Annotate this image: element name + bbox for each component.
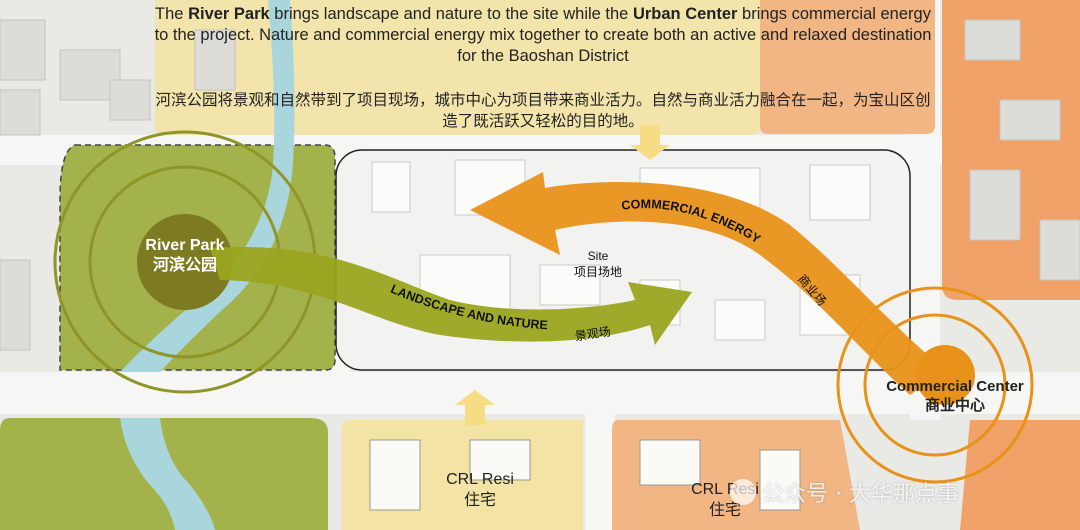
residential-zone-top	[155, 0, 760, 135]
river-park-name-en: River Park	[145, 237, 225, 254]
river-park-node	[137, 214, 233, 310]
commercial-zone-right-lower	[960, 420, 1080, 530]
crl-resi-right-name-zh: 住宅	[708, 500, 741, 519]
commercial-center-label: Commercial Center 商业中心	[860, 378, 1050, 414]
commercial-center-name-en: Commercial Center	[886, 378, 1024, 395]
arrow-from-resi-top	[630, 125, 670, 160]
commercial-ring-inner	[863, 313, 1007, 457]
site-name-zh: 项目场地	[573, 265, 622, 279]
river-park-name-zh: 河滨公园	[152, 255, 217, 274]
intro-en-part: brings landscape and nature to the site …	[269, 5, 633, 23]
landscape-flow-arrow	[210, 246, 692, 345]
intro-en-part: The	[155, 5, 189, 23]
river-park-label: River Park 河滨公园	[110, 236, 260, 274]
site-name-en: Site	[587, 249, 609, 263]
crl-resi-left-label: CRL Resi 住宅	[410, 470, 550, 510]
context-buildings	[0, 19, 1080, 351]
intro-en-part: brings commercial energy to the project.…	[154, 5, 932, 65]
crl-resi-left-name-zh: 住宅	[463, 490, 496, 509]
site-label: Site 项目场地	[548, 248, 648, 280]
commercial-center-name-zh: 商业中心	[924, 396, 985, 414]
resi-buildings	[369, 439, 801, 511]
landscape-flow-label-zh: 景观场	[574, 325, 612, 344]
commercial-flow-arrow	[470, 172, 945, 395]
river-lower	[120, 418, 215, 530]
wechat-icon	[730, 479, 756, 505]
crl-resi-left-name-en: CRL Resi	[446, 471, 514, 488]
commercial-ring-outer	[836, 286, 1034, 484]
arrow-from-resi-bottom	[455, 390, 495, 425]
watermark: 公众号 · 大华那点事	[730, 476, 1070, 507]
intro-en-part: River Park	[188, 5, 270, 23]
watermark-text: 公众号 · 大华那点事	[762, 482, 959, 507]
intro-text-zh: 河滨公园将景观和自然带到了项目现场，城市中心为项目带来商业活力。自然与商业活力融…	[155, 91, 931, 130]
intro-en-part: Urban Center	[632, 5, 738, 23]
intro-text-en: The River Park brings landscape and natu…	[150, 4, 936, 67]
commercial-zone-top-right	[760, 0, 935, 134]
